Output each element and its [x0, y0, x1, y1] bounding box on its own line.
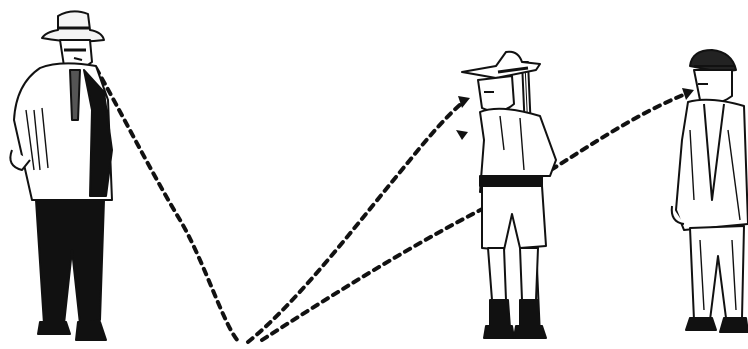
arrowhead-boy-mouth [682, 88, 694, 100]
man-in-hat-figure [10, 11, 112, 340]
arrowhead-scout-out [456, 130, 468, 140]
voice-path-down [96, 68, 240, 343]
voice-path-up-to-scout [248, 103, 462, 342]
boy-figure [672, 50, 748, 332]
scout-figure [462, 52, 556, 338]
voice-path-up-to-boy [262, 93, 688, 340]
